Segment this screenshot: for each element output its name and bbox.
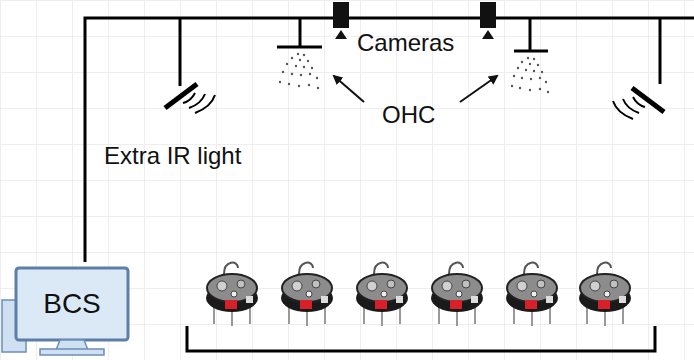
computer-screen: BCS [19,271,125,337]
ir-light-label: Extra IR light [104,143,241,169]
camera-label: Cameras [357,30,454,56]
node-text: BCS [43,289,101,320]
ohc-label: OHC [382,102,435,128]
